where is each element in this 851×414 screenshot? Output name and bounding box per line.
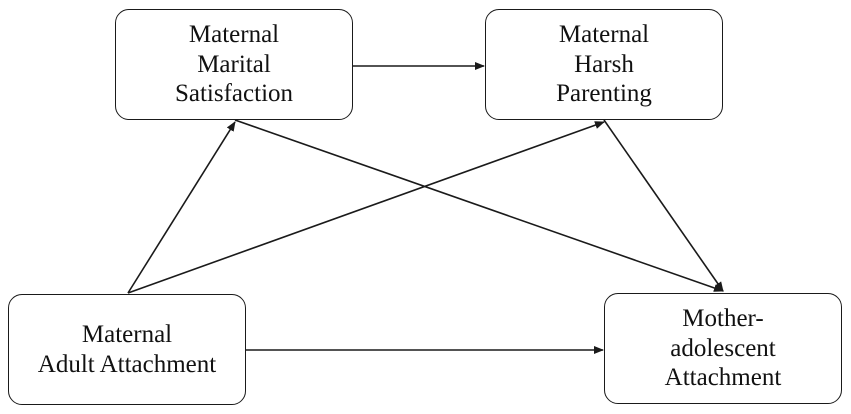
arrow-harsh-parenting-to-mother-adolescent [603, 119, 724, 292]
node-label: Mother- adolescent Attachment [664, 305, 782, 392]
arrow-adult-attachment-to-satisfaction [127, 121, 236, 294]
node-maternal-harsh-parenting: Maternal Harsh Parenting [485, 9, 723, 120]
node-label: Maternal Harsh Parenting [556, 21, 652, 108]
node-label: Maternal Adult Attachment [37, 321, 217, 378]
node-maternal-adult-attachment: Maternal Adult Attachment [8, 294, 246, 405]
arrow-satisfaction-to-mother-adolescent [234, 119, 724, 292]
node-mother-adolescent-attachment: Mother- adolescent Attachment [604, 293, 842, 404]
arrow-adult-attachment-to-harsh-parenting [127, 121, 605, 294]
node-maternal-marital-satisfaction: Maternal Marital Satisfaction [115, 9, 353, 120]
node-label: Maternal Marital Satisfaction [174, 21, 294, 108]
